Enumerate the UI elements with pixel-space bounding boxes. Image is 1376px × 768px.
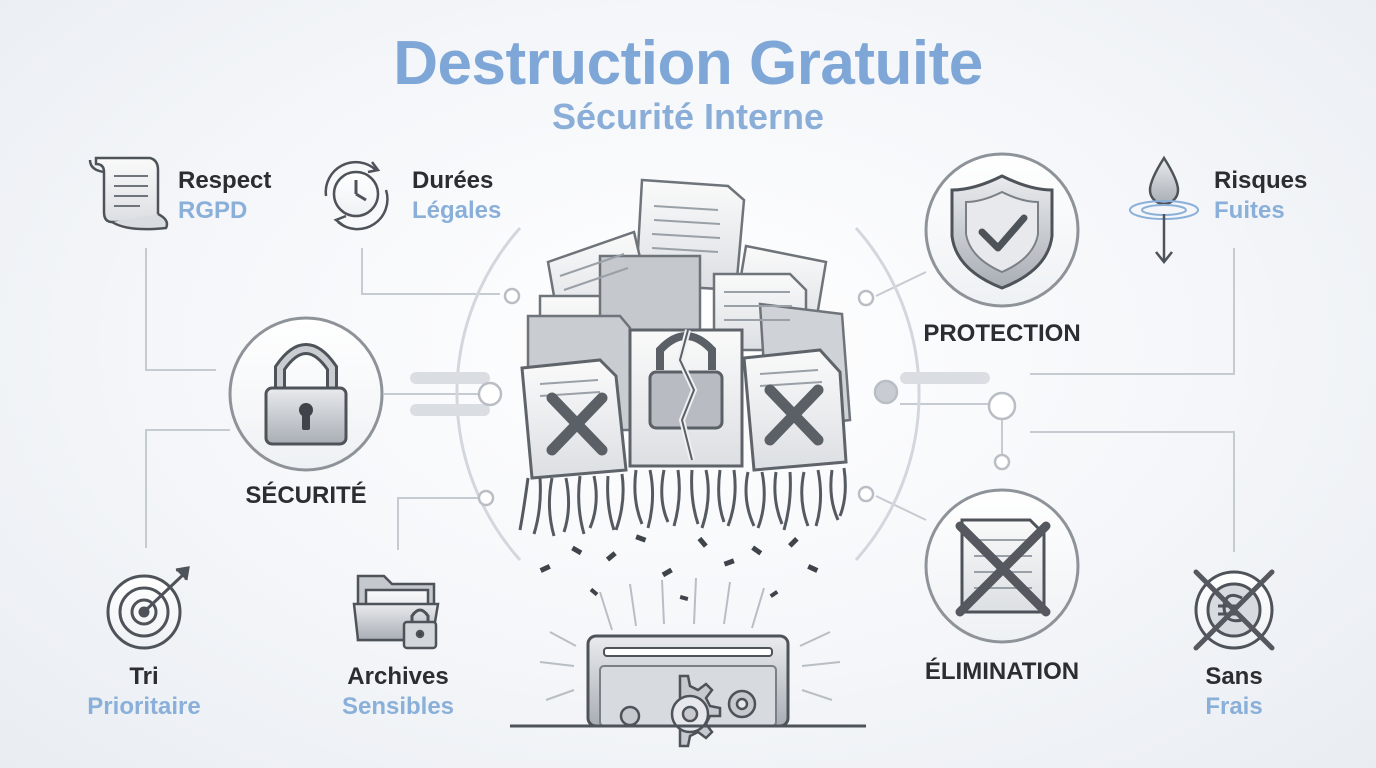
label-line-2: Fuites: [1214, 197, 1285, 224]
connector-nodes: [477, 287, 1017, 507]
connector-bar-left: [410, 372, 490, 384]
connector-lines: [145, 227, 1235, 561]
confetti: [539, 534, 819, 601]
crossed-document-icon: [924, 488, 1080, 644]
label-line-1: Risques: [1214, 167, 1308, 194]
label-line-1: Respect: [178, 167, 272, 194]
padlock-icon: [228, 316, 384, 472]
label-line-1: Archives: [347, 663, 449, 690]
shield-check-icon: [924, 152, 1080, 308]
crossed-coin-icon: [1193, 569, 1275, 651]
locked-folder-icon: [352, 574, 440, 650]
gear-icon: [619, 674, 757, 748]
label-sans-frais: Sans Frais: [1174, 662, 1294, 722]
label-line-2: Prioritaire: [87, 693, 201, 720]
label-line-2: Sensibles: [341, 693, 455, 720]
clock-icon: [324, 160, 389, 231]
water-drop-icon: [1129, 155, 1199, 265]
label-line-2: RGPD: [178, 197, 248, 224]
label-tri-prioritaire: Tri Prioritaire: [64, 662, 224, 722]
label-archives-sensibles: Archives Sensibles: [318, 662, 478, 722]
label-durees-legales: Durées Légales: [412, 166, 501, 226]
label-respect-rgpd: Respect RGPD: [178, 166, 271, 226]
label-line-1: Durées: [412, 167, 494, 194]
label-securite: SÉCURITÉ: [245, 482, 367, 509]
shredder-illustration: [510, 178, 866, 748]
shredded-strips: [518, 467, 847, 537]
page-title: Destruction Gratuite: [393, 29, 983, 98]
label-line-1: Tri: [129, 663, 159, 690]
connector-bar-right: [900, 372, 990, 384]
page-subtitle: Sécurité Interne: [551, 96, 825, 137]
scroll-icon: [88, 156, 169, 231]
light-rays: [539, 577, 841, 701]
label-risques-fuites: Risques Fuites: [1214, 166, 1307, 226]
label-protection: PROTECTION: [923, 320, 1081, 347]
label-line-2: Légales: [412, 197, 502, 224]
label-elimination: ÉLIMINATION: [924, 658, 1080, 685]
label-line-2: Frais: [1205, 693, 1263, 720]
label-line-1: Sans: [1205, 663, 1263, 690]
target-icon: [106, 566, 190, 650]
